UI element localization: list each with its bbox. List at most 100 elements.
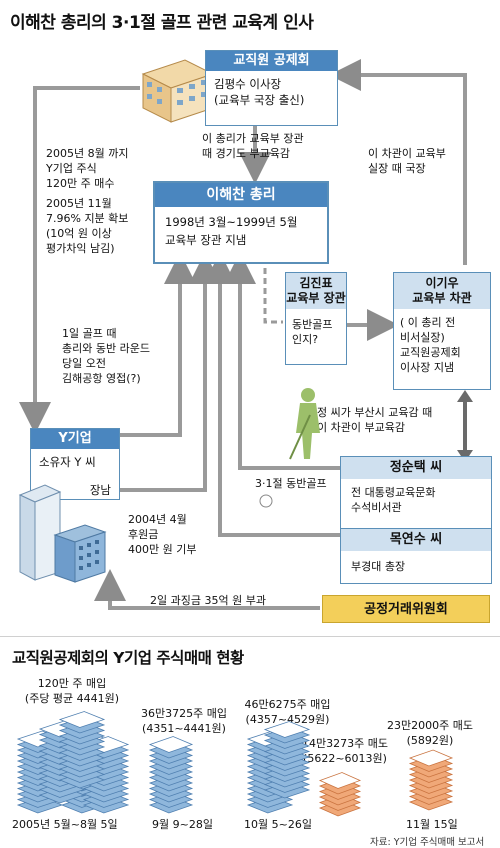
note-golf-l4: 김해공항 영접(?) [62,372,141,385]
jung-line1: 전 대통령교육문화 [351,486,436,499]
arrow-jung-to-pm [224,252,340,470]
lee-line1: ( 이 총리 전 [400,316,456,329]
trade-1-l2: (4351~4441원) [142,722,226,735]
ftc-box: 공정거래위원회 [322,595,490,623]
kim-head1: 김진표 [299,276,333,290]
note-golf-l1: 1일 골프 때 [62,327,117,340]
arrow-y-owner-to-pm [100,252,196,437]
golf-label: 3·1절 동반골프 [255,477,327,490]
ftc-arrow-note: 2일 과징금 35억 원 부과 [150,594,266,607]
pm-box: 이해찬 총리 1998년 3월~1999년 5월 교육부 장관 지냄 [153,181,329,264]
arrow-lee-to-union [329,59,467,265]
trade-2-label: 46만6275주 매입 (4357~4529원) [235,697,340,727]
note-donation: 2004년 4월 후원금 400만 원 기부 [128,512,196,557]
golfer-icon [289,388,320,460]
donation-l1: 2004년 4월 [128,513,187,526]
trade-4-period: 11월 15일 [406,818,458,831]
source-note: 자료: Y기업 주식매매 보고서 [370,837,485,848]
note-golf: 1일 골프 때 총리와 동반 라운드 당일 오전 김해공항 영접(?) [62,326,150,386]
note-left-l1: 2005년 8월 까지 [46,147,129,160]
note-left-l5: 7.96% 지분 확보 [46,212,129,225]
trade-1-period: 9월 9~28일 [152,818,213,831]
note-right: 이 차관이 교육부 실장 때 국장 [368,146,446,176]
teachers-union-head: 교직원 공제회 [206,51,337,71]
stack-2b [263,721,311,799]
pm-line1: 1998년 3월~1999년 5월 [165,215,298,229]
teachers-union-line2: (교육부 국장 출신) [214,93,305,107]
trade-4-label: 23만2000주 매도 (5892원) [370,718,490,748]
subtitle: 교직원공제회의 Y기업 주식매매 현황 [12,649,244,667]
lee-head2: 교육부 차관 [412,291,472,305]
teachers-union-line1: 김평수 이사장 [214,77,282,91]
lee-line4: 이사장 지냄 [400,361,455,374]
page-title: 이해찬 총리의 3·1절 골프 관련 교육계 인사 [10,13,314,33]
trade-0-l2: (주당 평균 4441원) [24,692,120,705]
jung-box: 정순택 씨 전 대통령교육문화 수석비서관 [340,456,492,530]
kim-line1: 동반골프 [292,318,333,331]
note-teachers-line2: 때 경기도 부교육감 [202,147,290,160]
teachers-union-box: 교직원 공제회 김평수 이사장 (교육부 국장 출신) [205,50,338,126]
trade-2-l1: 46만6275주 매입 [244,698,331,711]
stack-1a [148,736,194,814]
jung-line2: 수석비서관 [351,501,402,514]
company-buildings-icon [18,484,107,583]
arrow-mok-to-pm [204,252,340,537]
stack-0e [58,711,106,789]
trade-0-l1: 120만 주 매입 [37,677,107,690]
trade-3-l2: (5622~6013원) [303,752,387,765]
arrow-pm-to-kim-dashed [263,268,283,324]
note-left-l3: 120만 주 매수 [46,177,115,190]
y-company-owner: 소유자 Y 씨 [39,455,96,469]
golf-ball-icon [259,494,273,508]
trade-0-period: 2005년 5월~8월 5일 [12,818,118,831]
lee-head1: 이기우 [425,276,459,290]
trade-2-period: 10월 5~26일 [244,818,312,831]
trade-2-l2: (4357~4529원) [245,713,330,726]
pm-head: 이해찬 총리 [155,183,327,207]
note-left-l7: 평가차익 남김) [46,242,115,255]
trade-3-l1: 14만3273주 매도 [302,737,388,750]
mok-head: 목연수 씨 [341,529,491,551]
y-company-head: Y기업 [31,429,119,449]
note-golf-l2: 총리와 동반 라운드 [62,342,150,355]
mok-line1: 부경대 총장 [351,560,406,573]
lee-line2: 비서실장) [400,331,445,344]
kim-line2: 인지? [292,333,319,346]
mok-box: 목연수 씨 부경대 총장 [340,528,492,584]
stack-3a [318,772,362,817]
lee-box: 이기우 교육부 차관 ( 이 총리 전 비서실장) 교직원공제회 이사장 지냄 [393,272,491,390]
trade-1-label: 36만3725주 매입 (4351~4441원) [134,706,234,736]
trade-4-l1: 23만2000주 매도 [387,719,473,732]
note-jung-line1: 정 씨가 부산시 교육감 때 [317,406,433,419]
note-golf-l3: 당일 오전 [62,357,106,370]
arrow-y-son-to-pm [115,252,221,492]
donation-l3: 400만 원 기부 [128,543,197,556]
kim-box: 김진표 교육부 장관 동반골프 인지? [285,272,347,365]
note-right-line2: 실장 때 국장 [368,162,426,175]
trade-3-label: 14만3273주 매도 (5622~6013원) [290,736,400,766]
note-right-line1: 이 차관이 교육부 [368,147,446,160]
note-left-l6: (10억 원 이상 [46,227,112,240]
kim-head2: 교육부 장관 [286,291,346,305]
pm-line2: 교육부 장관 지냄 [165,233,247,247]
note-jung: 정 씨가 부산시 교육감 때 이 차관이 부교육감 [317,405,432,435]
note-teachers: 이 총리가 교육부 장관 때 경기도 부교육감 [202,131,304,161]
trade-1-l1: 36만3725주 매입 [141,707,227,720]
lee-line3: 교직원공제회 [400,346,461,359]
note-left-top: 2005년 8월 까지 Y기업 주식 120만 주 매수 2005년 11월 7… [46,146,128,256]
arrow-ftc-to-ycompany [94,569,320,610]
section-divider [0,636,500,637]
office-building-icon [141,59,215,123]
y-company-son: 장남 [89,483,111,497]
jung-head: 정순택 씨 [341,457,491,479]
note-teachers-line1: 이 총리가 교육부 장관 [202,132,304,145]
trade-0-label: 120만 주 매입 (주당 평균 4441원) [2,676,142,706]
arrow-union-to-ycompany [19,86,140,434]
note-left-l4: 2005년 11월 [46,197,112,210]
note-jung-line2: 이 차관이 부교육감 [317,421,405,434]
trade-4-l2: (5892원) [406,734,454,747]
note-left-l2: Y기업 주식 [46,162,97,175]
donation-l2: 후원금 [128,528,159,541]
